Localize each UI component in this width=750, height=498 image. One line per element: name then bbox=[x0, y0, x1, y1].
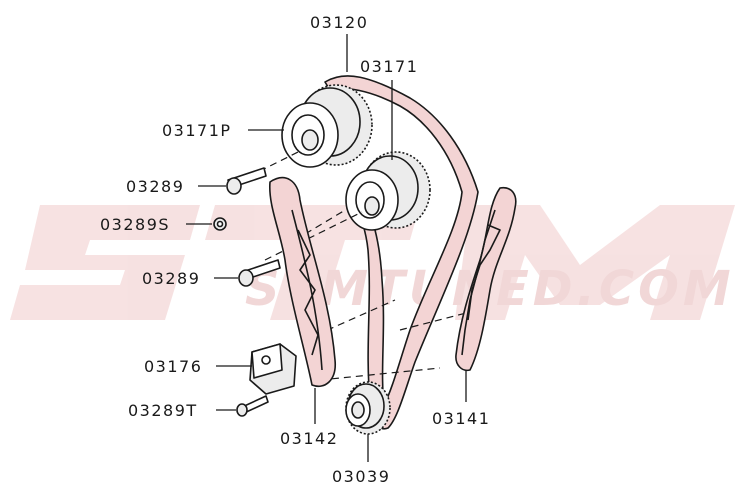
chain-guide-03142 bbox=[268, 176, 336, 387]
crank-sprocket-03039 bbox=[345, 381, 391, 435]
label-03289T: 03289T bbox=[128, 401, 198, 420]
label-03289S: 03289S bbox=[100, 215, 170, 234]
cam-sprocket-03171P bbox=[237, 84, 373, 183]
label-03141: 03141 bbox=[432, 409, 490, 428]
leader-lines bbox=[186, 34, 467, 462]
watermark-logo-m bbox=[455, 205, 735, 320]
label-03289-b: 03289 bbox=[142, 269, 200, 288]
bolt-03289-lower bbox=[238, 259, 281, 287]
part-labels: 03120 03171 03171P 03289 03289S 03289 03… bbox=[100, 13, 490, 486]
tensioner-lever-03141 bbox=[455, 186, 517, 372]
cam-bolt-axis-2 bbox=[264, 211, 363, 261]
watermark-logo-s bbox=[10, 205, 200, 320]
label-03171P: 03171P bbox=[162, 121, 232, 140]
chain-dash-4 bbox=[399, 311, 471, 331]
label-03176: 03176 bbox=[144, 357, 202, 376]
label-03120: 03120 bbox=[310, 13, 368, 32]
label-03289-a: 03289 bbox=[126, 177, 184, 196]
cam-sprocket-03171 bbox=[264, 151, 431, 261]
label-03039: 03039 bbox=[332, 467, 390, 486]
bolt-03289-upper bbox=[226, 167, 267, 195]
bolt-03289T bbox=[236, 395, 269, 417]
chain-dash-3 bbox=[319, 367, 441, 381]
label-03142: 03142 bbox=[280, 429, 338, 448]
washer-03289S bbox=[213, 217, 227, 231]
chain-tensioner-03176 bbox=[249, 343, 297, 395]
label-03171: 03171 bbox=[360, 57, 418, 76]
